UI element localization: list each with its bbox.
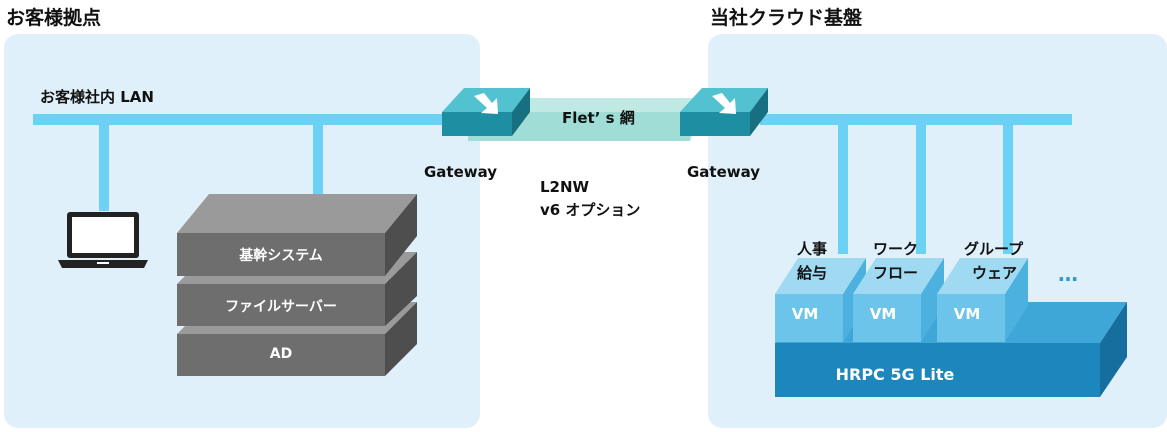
- vm-app-label-workflow-line1: ワーク: [873, 240, 919, 258]
- vm-label-3: VM: [953, 305, 981, 323]
- lan-label: お客様社内 LAN: [40, 88, 154, 106]
- more-vms-indicator: …: [1058, 262, 1078, 286]
- lan-drop-servers: [313, 124, 323, 194]
- gateway-left-label: Gateway: [424, 163, 498, 181]
- gateway-right-label: Gateway: [687, 163, 761, 181]
- cloud-lan-line: [760, 114, 1072, 125]
- server-label-file-server: ファイルサーバー: [225, 299, 337, 315]
- vm-app-label-hr-line2: 給与: [797, 264, 828, 282]
- network-option-line1: L2NW: [540, 178, 590, 196]
- vm-app-label-workflow-line2: フロー: [873, 264, 919, 282]
- vm-app-label-groupware-line2: ウェア: [972, 264, 1018, 282]
- customer-site-title: お客様拠点: [6, 7, 102, 29]
- gateway-right-icon: [680, 88, 768, 136]
- lan-drop-vm-1: [838, 124, 848, 254]
- vm-app-label-hr-line1: 人事: [797, 240, 828, 258]
- lan-drop-laptop: [99, 124, 109, 211]
- server-label-ad: AD: [269, 346, 293, 362]
- server-label-core-system: 基幹システム: [239, 248, 323, 264]
- customer-lan-line: [33, 114, 443, 125]
- vm-label-1: VM: [791, 305, 819, 323]
- lan-drop-vm-3: [1003, 124, 1013, 254]
- network-name: Flet’ s 網: [562, 109, 635, 127]
- network-option-line2: v6 オプション: [540, 201, 641, 219]
- lan-drop-vm-2: [916, 124, 926, 254]
- gateway-left-icon: [442, 88, 530, 136]
- platform-label: HRPC 5G Lite: [835, 365, 955, 384]
- vm-label-2: VM: [869, 305, 897, 323]
- vm-app-label-groupware-line1: グループ: [964, 240, 1024, 258]
- server-stack: [177, 194, 417, 376]
- cloud-platform-title: 当社クラウド基盤: [710, 7, 863, 29]
- vm-cubes: [775, 258, 1028, 342]
- laptop-icon: [58, 212, 148, 268]
